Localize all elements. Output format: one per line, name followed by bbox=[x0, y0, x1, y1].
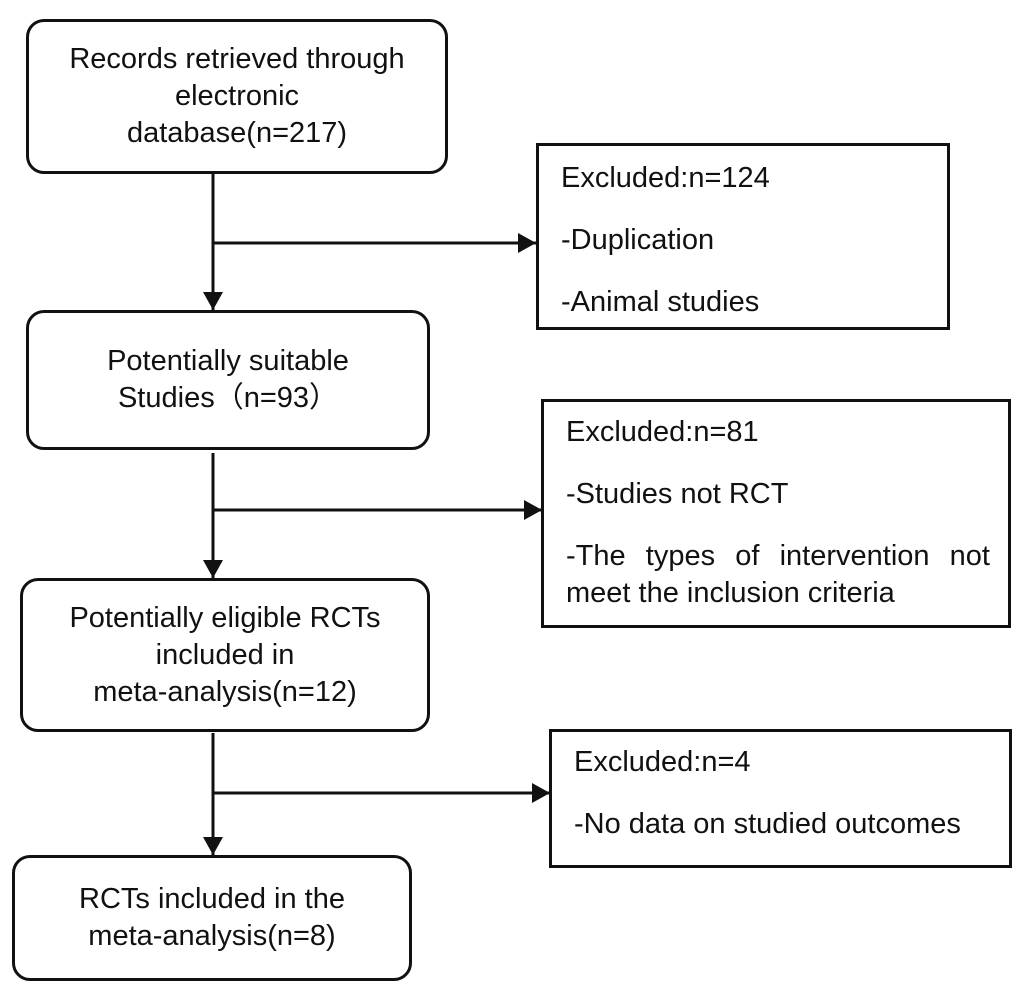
exclusion-2-item-1: -Studies not RCT bbox=[566, 478, 789, 510]
eligible-line-3: meta-analysis(n=12) bbox=[93, 675, 357, 708]
suitable-line-2: Studies（n=93） bbox=[117, 382, 339, 414]
suitable-line-1: Potentially suitable bbox=[107, 345, 349, 377]
suitable-box: Potentially suitable Studies（n=93） bbox=[26, 310, 430, 450]
exclusion-3-item-1: -No data on studied outcomes bbox=[574, 808, 961, 840]
eligible-line-1: Potentially eligible RCTs bbox=[69, 601, 381, 634]
eligible-box: Potentially eligible RCTs included in me… bbox=[20, 578, 430, 732]
exclusion-3-title: Excluded:n=4 bbox=[574, 746, 751, 778]
records-line-3: database(n=217) bbox=[126, 117, 348, 149]
included-line-1: RCTs included in the bbox=[79, 883, 345, 915]
exclusion-2-title: Excluded:n=81 bbox=[566, 416, 759, 448]
exclusion-1-title: Excluded:n=124 bbox=[561, 162, 770, 194]
exclusion-box-2: Excluded:n=81 -Studies not RCT -The type… bbox=[541, 399, 1011, 628]
records-box: Records retrieved through electronic dat… bbox=[26, 19, 448, 174]
included-line-2: meta-analysis(n=8) bbox=[88, 920, 336, 952]
included-box: RCTs included in the meta-analysis(n=8) bbox=[12, 855, 412, 981]
records-line-1: Records retrieved through bbox=[69, 43, 405, 75]
exclusion-box-1: Excluded:n=124 -Duplication -Animal stud… bbox=[536, 143, 950, 330]
exclusion-1-item-1: -Duplication bbox=[561, 224, 715, 256]
exclusion-2-item-2: -The types of intervention not bbox=[566, 540, 990, 572]
exclusion-1-item-2: -Animal studies bbox=[561, 286, 760, 318]
exclusion-box-3: Excluded:n=4 -No data on studied outcome… bbox=[549, 729, 1012, 868]
eligible-line-2: included in bbox=[155, 638, 295, 671]
records-line-2: electronic bbox=[174, 80, 300, 112]
exclusion-2-item-3: meet the inclusion criteria bbox=[566, 577, 895, 609]
